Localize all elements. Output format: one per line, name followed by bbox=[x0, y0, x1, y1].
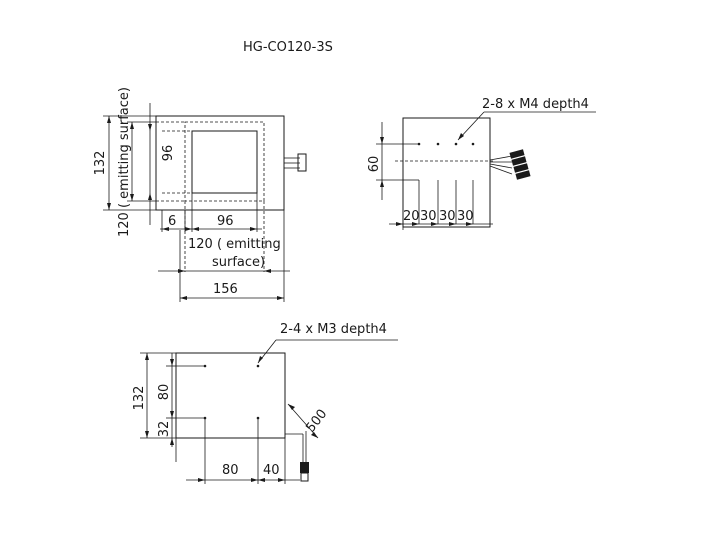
front-view: 132 120 ( emitting surface) 96 6 96 120 … bbox=[93, 87, 307, 302]
front-dim-96-vertical: 96 bbox=[158, 145, 173, 162]
back-view: 2-8 x M4 depth4 60 20 30 30 30 bbox=[367, 97, 596, 230]
front-dim-132: 132 bbox=[93, 151, 108, 176]
front-cable-connector bbox=[284, 153, 307, 172]
side-view: 2-4 x M3 depth4 500 132 80 32 bbox=[132, 322, 398, 484]
side-dim-500: 500 bbox=[303, 407, 330, 436]
back-dim-60: 60 bbox=[367, 156, 382, 173]
side-dim-80-horizontal: 80 bbox=[222, 463, 239, 478]
back-dim-30-a: 30 bbox=[420, 209, 437, 224]
back-body-outline bbox=[402, 117, 491, 228]
front-dim-120-emitting-vertical: 120 ( emitting surface) bbox=[117, 87, 132, 237]
back-cable-connectors bbox=[489, 149, 531, 180]
emitting-surface-outline bbox=[184, 121, 265, 202]
back-dim-30-c: 30 bbox=[457, 209, 474, 224]
front-window bbox=[191, 130, 258, 194]
back-dim-30-b: 30 bbox=[439, 209, 456, 224]
front-dim-6: 6 bbox=[168, 214, 176, 229]
drawing-title: HG-CO120-3S bbox=[243, 40, 333, 55]
back-hole-note: 2-8 x M4 depth4 bbox=[482, 97, 589, 112]
front-dim-120-emitting-line2: surface) bbox=[212, 255, 265, 270]
front-dim-120-emitting-line1: 120 ( emitting bbox=[188, 237, 281, 252]
back-top-holes bbox=[417, 142, 475, 146]
side-cable bbox=[285, 431, 309, 482]
side-body-outline bbox=[175, 352, 286, 439]
side-hole-note: 2-4 x M3 depth4 bbox=[280, 322, 387, 337]
side-dim-32: 32 bbox=[157, 421, 172, 438]
front-dim-156: 156 bbox=[213, 282, 238, 297]
side-dim-40: 40 bbox=[263, 463, 280, 478]
back-dim-20: 20 bbox=[403, 209, 420, 224]
back-bottom-holes bbox=[403, 179, 474, 224]
side-dim-132: 132 bbox=[132, 386, 147, 411]
front-dim-96-horizontal: 96 bbox=[217, 214, 234, 229]
side-dim-80-vertical: 80 bbox=[157, 384, 172, 401]
front-body-outline bbox=[155, 115, 285, 211]
